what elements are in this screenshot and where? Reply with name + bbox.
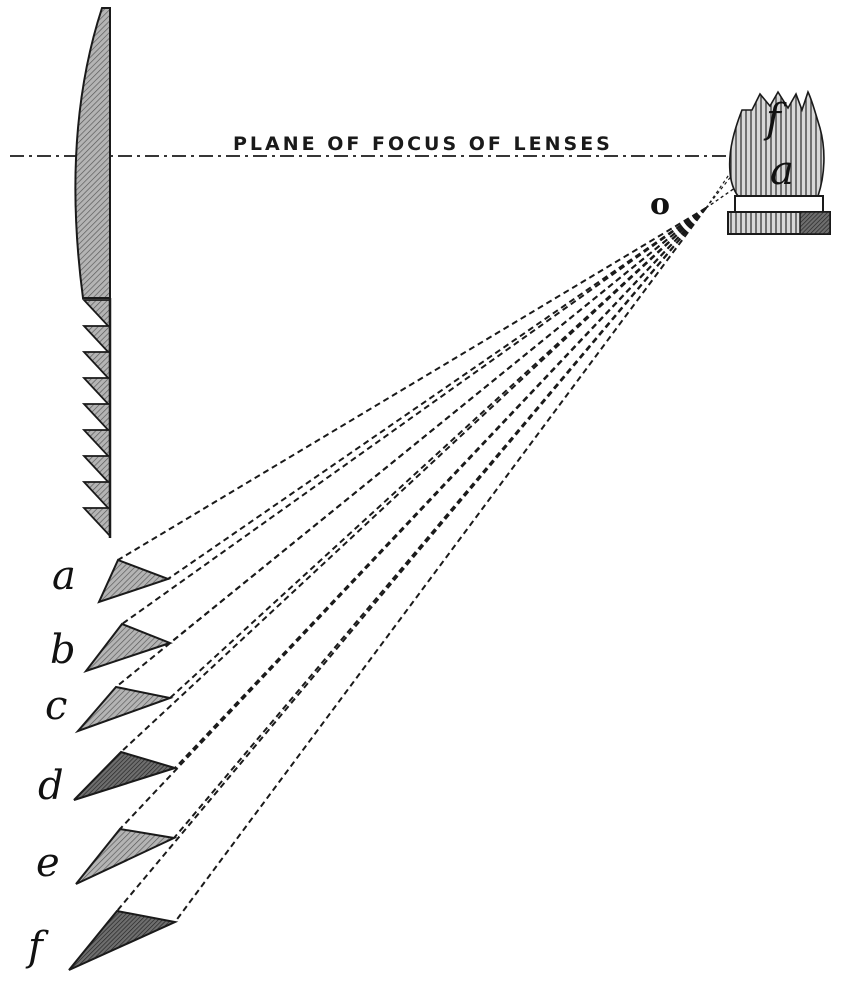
ray-to-f-upper <box>116 207 707 912</box>
prism-label-c: c <box>45 683 67 729</box>
lamp-label-bottom: a <box>770 148 794 194</box>
ray-to-c-lower <box>169 207 707 699</box>
stacked-prism-6 <box>81 429 111 461</box>
ray-to-f-lower <box>174 207 707 923</box>
burner-collar <box>734 195 824 213</box>
stacked-prism-4 <box>81 377 111 409</box>
plane-of-focus-label: PLANE OF FOCUS OF LENSES <box>233 133 613 155</box>
stacked-prism-7 <box>81 455 111 487</box>
ray-to-e-lower <box>173 207 707 839</box>
ray-lines <box>115 139 791 923</box>
lens-profile <box>74 7 111 299</box>
stacked-prism-8 <box>81 481 111 513</box>
prism-labels: a b c d e f <box>25 553 76 970</box>
lamp-flame: f a <box>727 89 831 235</box>
ray-to-a-lower <box>167 207 707 580</box>
prism-elements <box>68 558 179 971</box>
prism-element-d <box>73 750 179 801</box>
prism-element-b <box>83 622 173 673</box>
prism-label-b: b <box>50 627 76 673</box>
prism-label-f: f <box>25 924 49 970</box>
prism-label-d: d <box>38 763 64 809</box>
prism-label-e: e <box>36 840 60 886</box>
stacked-prism-2 <box>81 325 111 357</box>
stacked-prism-1 <box>81 299 111 331</box>
flame-shape <box>728 89 825 197</box>
ray-to-c-upper <box>115 207 707 688</box>
prism-element-a <box>97 558 171 604</box>
stacked-prism-5 <box>81 403 111 435</box>
prism-element-f <box>68 909 179 971</box>
stacked-prism-3 <box>81 351 111 383</box>
ray-to-a-upper <box>117 207 707 561</box>
ray-to-d-upper <box>120 207 707 753</box>
refracting-prism-stack <box>81 298 112 539</box>
origin-label-o: o <box>650 187 670 222</box>
ray-to-b-upper <box>121 207 707 625</box>
prism-element-c <box>74 685 174 734</box>
stacked-prism-9 <box>81 507 111 539</box>
burner-base-dark <box>799 211 831 235</box>
ray-to-e-upper <box>119 207 707 830</box>
prism-element-e <box>75 827 178 885</box>
prism-label-a: a <box>52 553 76 599</box>
